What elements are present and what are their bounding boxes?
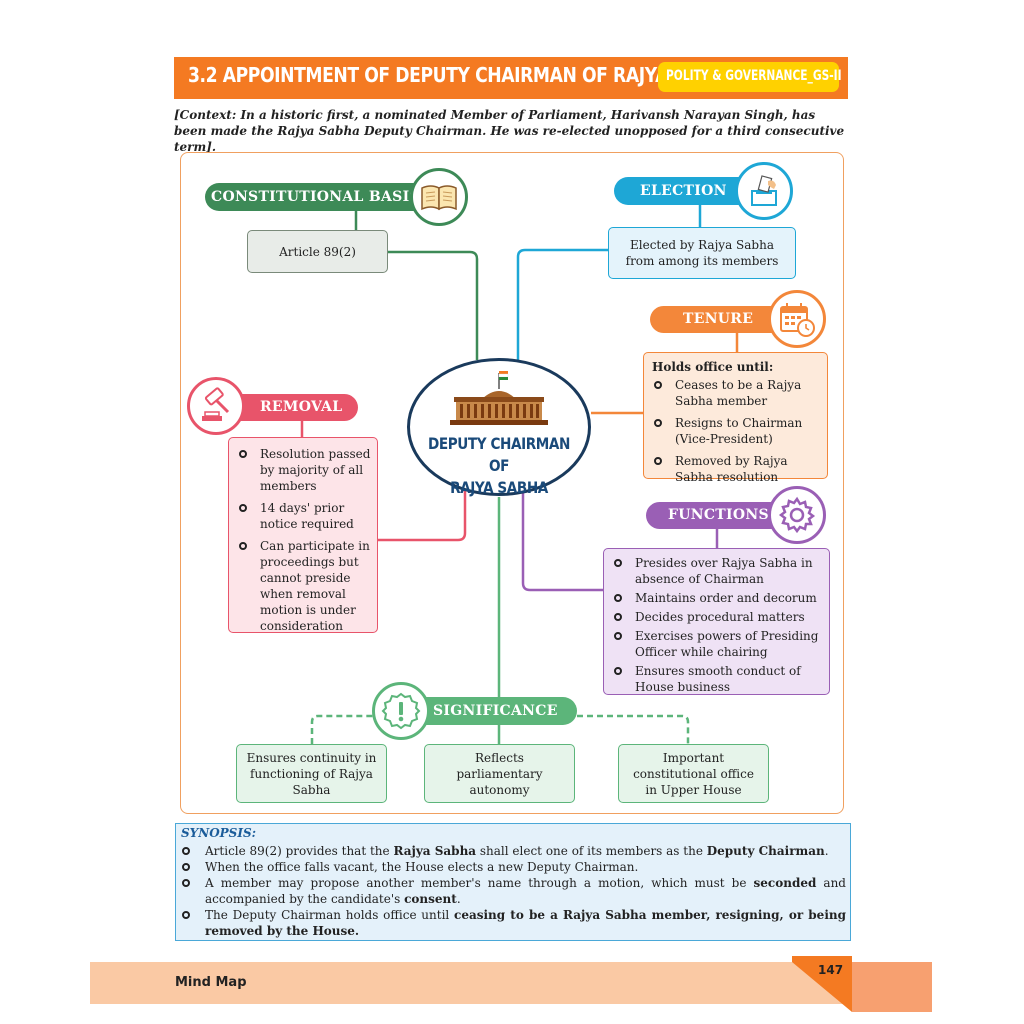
list-item: Resolution passed by majority of all mem… [237,446,371,494]
gavel-icon [187,377,245,435]
page-title: 3.2 APPOINTMENT OF DEPUTY CHAIRMAN OF RA… [188,63,738,87]
constitutional-basis-box: Article 89(2) [247,230,388,273]
gear-icon [768,486,826,544]
list-item: Exercises powers of Presiding Officer wh… [612,628,823,660]
functions-pill: FUNCTIONS [646,502,791,529]
significance-box-2: Reflects parliamentary autonomy [424,744,575,803]
footer-corner-shape [792,956,932,1012]
parliament-building-icon [450,371,548,425]
context-note: [Context: In a historic first, a nominat… [174,108,845,154]
tenure-list: Ceases to be a Rajya Sabha member Resign… [644,375,827,495]
synopsis-box: SYNOPSIS: Article 89(2) provides that th… [175,823,851,941]
functions-list: Presides over Rajya Sabha in absence of … [604,549,829,702]
tenure-box: Holds office until: Ceases to be a Rajya… [643,352,828,484]
significance-box-1: Ensures continuity in functioning of Raj… [236,744,387,803]
list-item: Decides procedural matters [612,609,823,625]
list-item: Can participate in proceedings but canno… [237,538,371,634]
page-number: 147 [818,963,844,977]
exclamation-icon [372,682,430,740]
center-title: DEPUTY CHAIRMAN OF RAJYA SABHA [428,434,570,497]
center-node [407,358,591,496]
list-item: Ensures smooth conduct of House business [612,663,823,695]
removal-box: Resolution passed by majority of all mem… [228,437,378,633]
synopsis-item: The Deputy Chairman holds office until c… [180,907,846,939]
significance-box-3: Important constitutional office in Upper… [618,744,769,803]
synopsis-item: Article 89(2) provides that the Rajya Sa… [180,843,846,859]
book-icon [410,168,468,226]
ballot-box-icon [735,162,793,220]
synopsis-item: When the office falls vacant, the House … [180,859,846,875]
mind-map-frame [180,152,844,814]
footer-label: Mind Map [175,975,247,990]
calendar-clock-icon [768,290,826,348]
functions-box: Presides over Rajya Sabha in absence of … [603,548,830,695]
significance-pill: SIGNIFICANCE [405,697,577,725]
footer-bar [90,962,930,1004]
subject-tag-label: POLITY & GOVERNANCE_GS-II [666,68,842,84]
election-box: Elected by Rajya Sabha from among its me… [608,227,796,279]
synopsis-item: A member may propose another member's na… [180,875,846,907]
removal-list: Resolution passed by majority of all mem… [229,438,377,644]
synopsis-list: Article 89(2) provides that the Rajya Sa… [180,843,846,939]
list-item: Ceases to be a Rajya Sabha member [652,377,821,409]
synopsis-title: SYNOPSIS: [181,826,257,840]
list-item: Maintains order and decorum [612,590,823,606]
list-item: Presides over Rajya Sabha in absence of … [612,555,823,587]
list-item: Resigns to Chairman (Vice-President) [652,415,821,447]
list-item: 14 days' prior notice required [237,500,371,532]
subject-tag: POLITY & GOVERNANCE_GS-II [658,62,842,92]
constitutional-basis-pill: CONSTITUTIONAL BASIS [205,183,443,211]
list-item: Removed by Rajya Sabha resolution [652,453,821,485]
